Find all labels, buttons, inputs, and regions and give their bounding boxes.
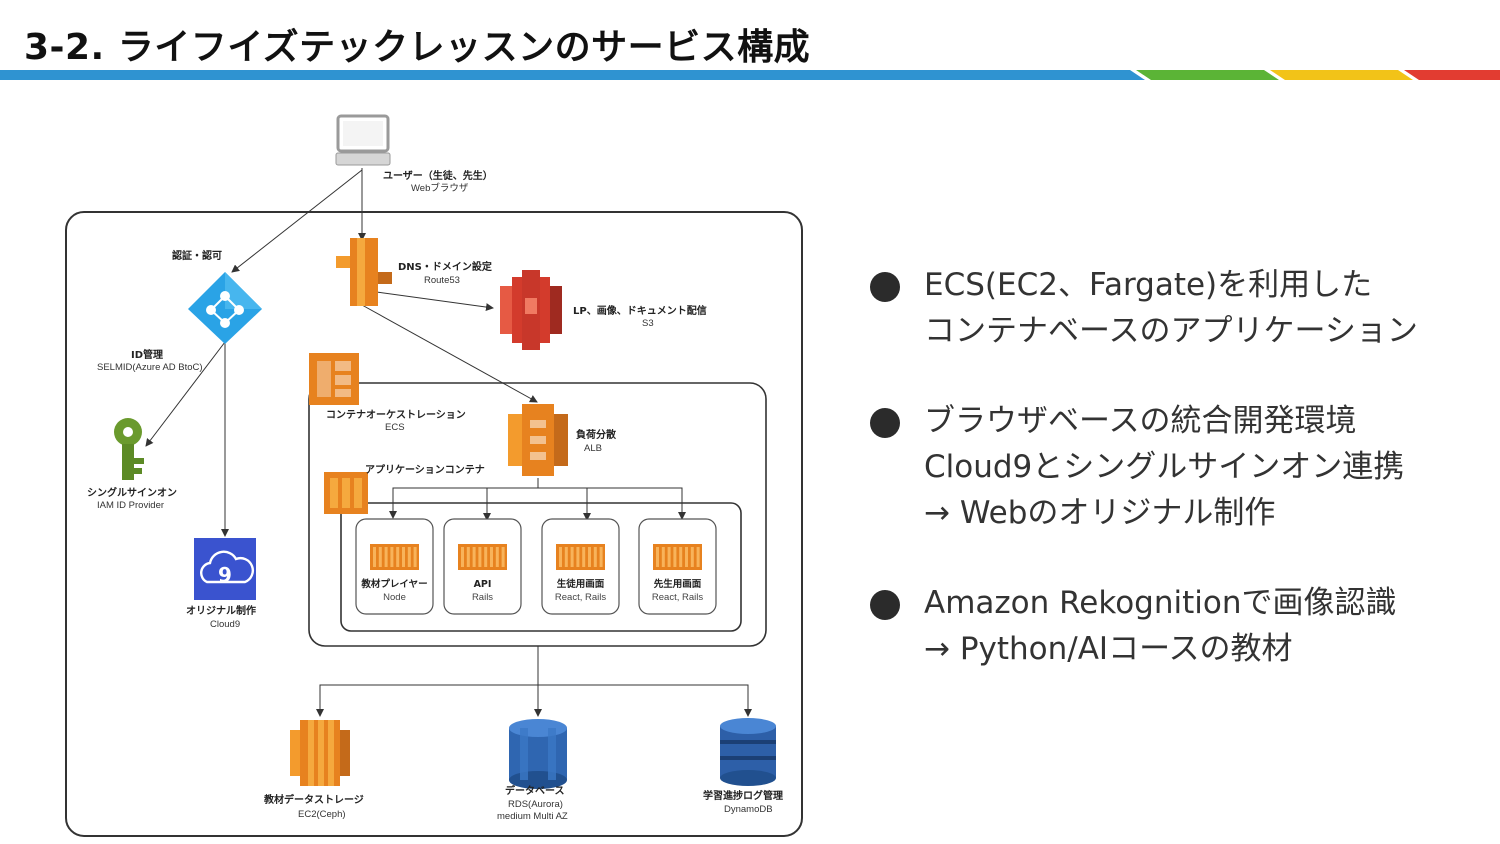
bullet-list: ECS(EC2、Fargate)を利用した コンテナベースのアプリケーション ブ…: [870, 262, 1490, 716]
dns-sub: Route53: [424, 275, 460, 286]
bullet-line: → Webのオリジナル制作: [924, 495, 1276, 531]
ec2-icon: [290, 720, 350, 786]
card-label: 生徒用画面: [557, 578, 605, 590]
ecs-label: コンテナオーケストレーション: [326, 409, 466, 421]
svg-text:9: 9: [218, 563, 232, 587]
ecs-icon: [309, 353, 359, 405]
bullet-item-ecs: ECS(EC2、Fargate)を利用した コンテナベースのアプリケーション: [870, 262, 1490, 354]
alb-label: 負荷分散: [576, 428, 617, 441]
azure-ad-icon: [188, 272, 262, 344]
bullet-line: → Python/AIコースの教材: [924, 631, 1293, 667]
sso-sub: IAM ID Provider: [97, 500, 164, 511]
card-sub: Rails: [472, 592, 493, 603]
app-card: 先生用画面 React, Rails: [638, 518, 717, 615]
monitor-icon: [335, 114, 391, 166]
key-icon: [114, 418, 144, 480]
idm-label: ID管理: [131, 348, 163, 361]
dns-label: DNS・ドメイン設定: [398, 260, 492, 273]
s3-icon: [500, 270, 562, 350]
ecs-sub: ECS: [385, 422, 405, 433]
ec2-sub: EC2(Ceph): [298, 809, 346, 820]
app-card: 生徒用画面 React, Rails: [541, 518, 620, 615]
cloud9-sub: Cloud9: [210, 619, 240, 630]
connectors: [145, 168, 752, 717]
stripe-yellow: [1270, 70, 1413, 80]
route53-icon: [336, 238, 392, 306]
bullet-line: ブラウザベースの統合開発環境: [924, 403, 1357, 439]
auth-label: 認証・認可: [172, 249, 222, 262]
bullet-line: Amazon Rekognitionで画像認識: [924, 585, 1397, 621]
card-sub: React, Rails: [555, 592, 606, 603]
rds-label: データベース: [505, 784, 565, 797]
s3-label: LP、画像、ドキュメント配信: [573, 304, 707, 317]
bullet-item-cloud9: ブラウザベースの統合開発環境 Cloud9とシングルサインオン連携 → Webの…: [870, 398, 1490, 536]
dynamodb-icon: [720, 718, 776, 786]
stripe-red: [1404, 70, 1500, 80]
app-container-icon: [324, 472, 368, 514]
user-sub: Webブラウザ: [411, 182, 469, 194]
card-sub: React, Rails: [652, 592, 703, 603]
bullet-line: ECS(EC2、Fargate)を利用した: [924, 267, 1373, 303]
app-card: API Rails: [443, 518, 522, 615]
cloud9-icon: 9: [194, 538, 256, 600]
bullet-dot-icon: [870, 590, 900, 620]
appc-label: アプリケーションコンテナ: [365, 463, 485, 476]
container-icon: [556, 544, 605, 570]
aws-boundary-box: [65, 211, 803, 837]
card-label: 先生用画面: [654, 578, 702, 590]
rds-icon: [509, 719, 567, 789]
bullet-item-rekognition: Amazon Rekognitionで画像認識 → Python/AIコースの教…: [870, 580, 1490, 672]
ec2-label: 教材データストレージ: [263, 793, 364, 806]
sso-label: シングルサインオン: [87, 486, 177, 499]
card-label: API: [474, 579, 492, 590]
container-icon: [458, 544, 507, 570]
stripe-blue: [0, 70, 1145, 80]
container-icon: [653, 544, 702, 570]
container-icon: [370, 544, 419, 570]
bullet-line: Cloud9とシングルサインオン連携: [924, 449, 1405, 485]
bullet-dot-icon: [870, 408, 900, 438]
idm-sub: SELMID(Azure AD BtoC): [97, 362, 203, 373]
stripe-green: [1136, 70, 1279, 80]
card-label: 教材プレイヤー: [360, 578, 427, 590]
rds-sub: RDS(Aurora): [508, 799, 563, 810]
alb-sub: ALB: [584, 443, 602, 454]
dynamo-sub: DynamoDB: [724, 804, 773, 815]
header-stripe: [0, 70, 1500, 80]
bullet-line: コンテナベースのアプリケーション: [924, 313, 1418, 349]
rds-sub2: medium Multi AZ: [497, 811, 568, 822]
cloud9-label: オリジナル制作: [186, 604, 256, 617]
app-container-box: [340, 502, 742, 632]
s3-sub: S3: [642, 318, 654, 329]
dynamo-label: 学習進捗ログ管理: [703, 789, 783, 802]
bullet-dot-icon: [870, 272, 900, 302]
card-sub: Node: [383, 592, 406, 603]
alb-icon: [508, 404, 568, 476]
user-label: ユーザー（生徒、先生）: [383, 169, 493, 182]
app-card: 教材プレイヤー Node: [355, 518, 434, 615]
page-title: 3-2. ライフイズテックレッスンのサービス構成: [24, 27, 811, 68]
